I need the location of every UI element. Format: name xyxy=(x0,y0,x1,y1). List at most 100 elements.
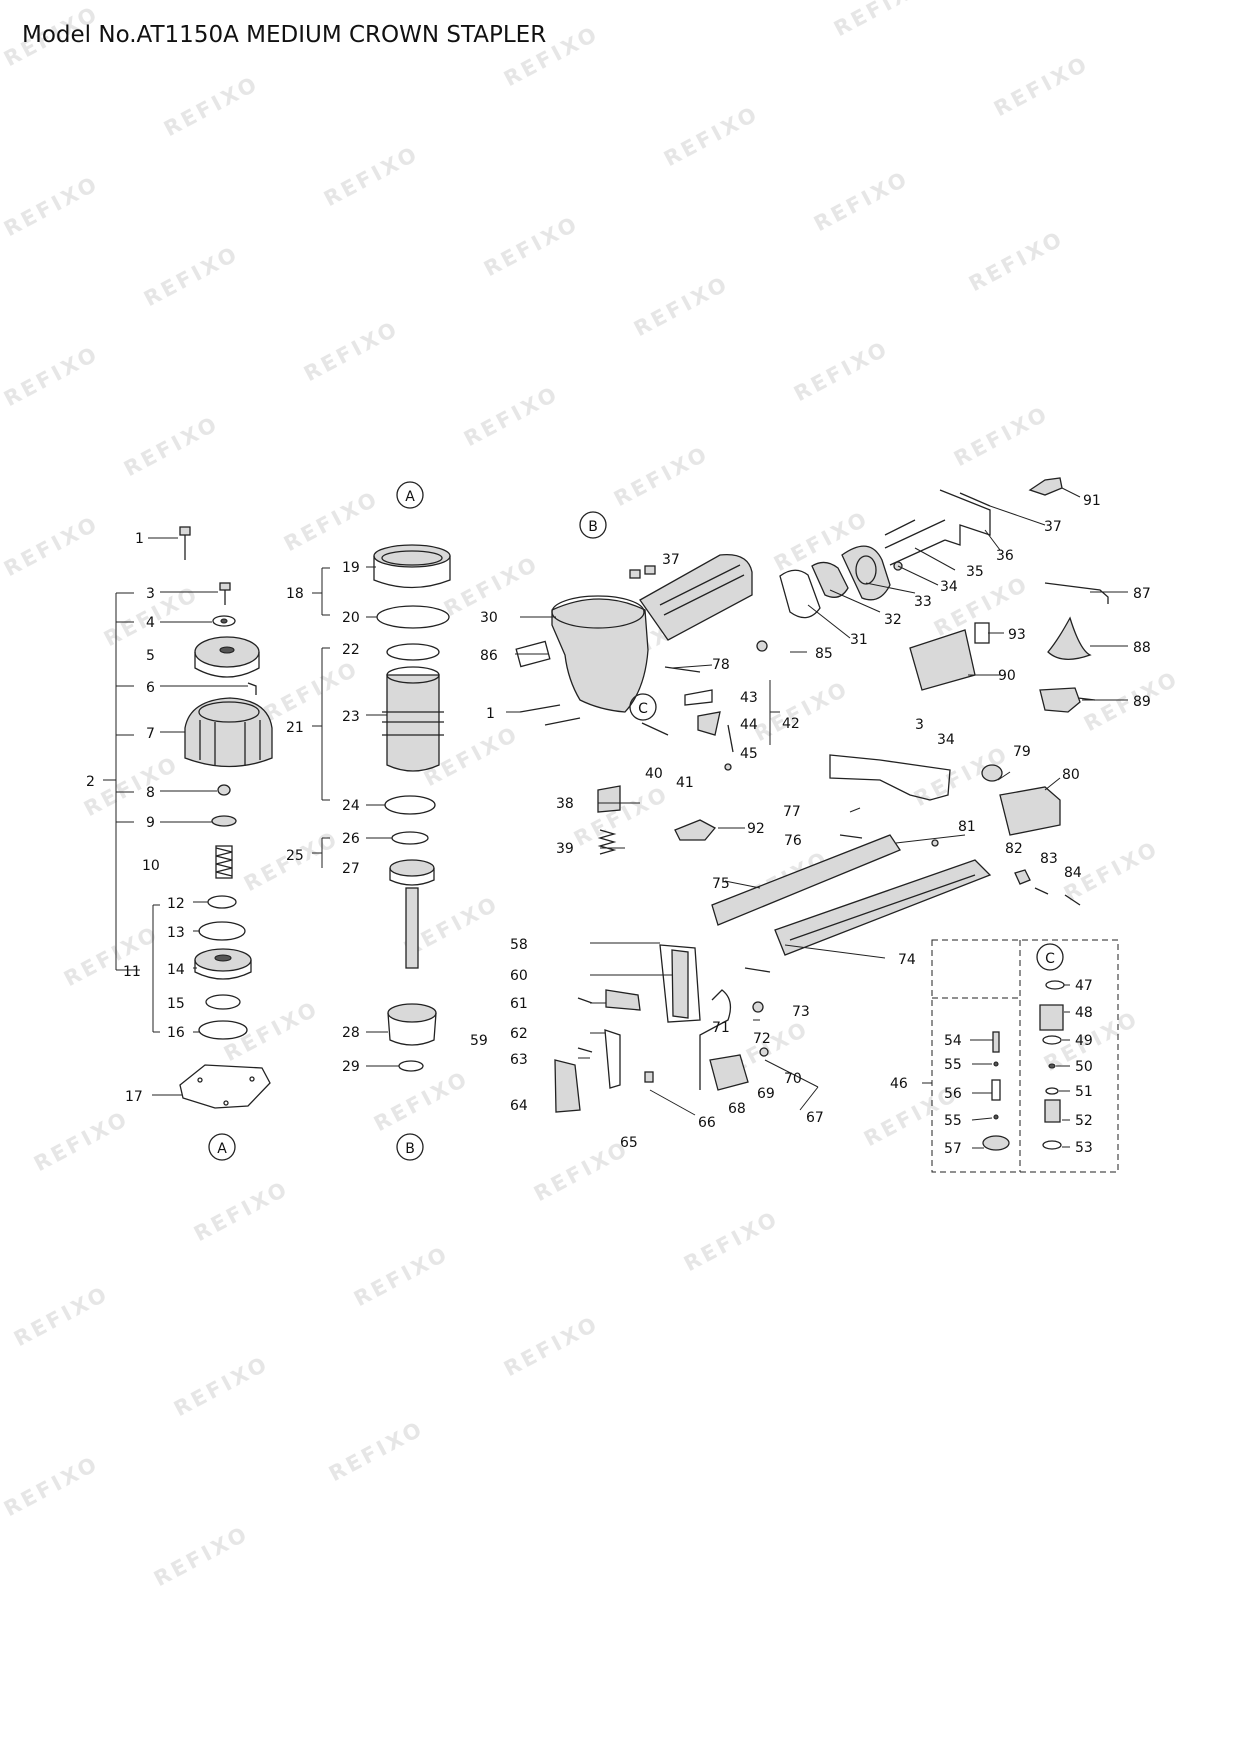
part-label: 17 xyxy=(125,1089,143,1105)
part-label: 18 xyxy=(286,586,304,602)
part-label: 39 xyxy=(556,841,574,857)
part-label: 26 xyxy=(342,831,360,847)
part-label: 23 xyxy=(342,709,360,725)
part-label: 88 xyxy=(1133,640,1151,656)
cap-assembly xyxy=(179,526,273,1109)
part-label: 80 xyxy=(1062,767,1080,783)
callout-label: A xyxy=(217,1141,227,1157)
part-label: 85 xyxy=(815,646,833,662)
part-label: 32 xyxy=(884,612,902,628)
part-label: 27 xyxy=(342,861,360,877)
part-label: 44 xyxy=(740,717,758,733)
part-label: 70 xyxy=(784,1071,802,1087)
part-label: 29 xyxy=(342,1059,360,1075)
callout-b-top: B xyxy=(579,511,607,539)
part-label: 3 xyxy=(146,586,155,602)
part-label: 90 xyxy=(998,668,1016,684)
detail-box-c xyxy=(931,939,1119,1173)
part-label: 79 xyxy=(1013,744,1031,760)
callout-label: C xyxy=(638,701,648,717)
part-label: 2 xyxy=(86,774,95,790)
part-label: 91 xyxy=(1083,493,1101,509)
part-label: 55 xyxy=(944,1057,962,1073)
part-label: 87 xyxy=(1133,586,1151,602)
leader-lines-right xyxy=(506,487,1128,1149)
part-label: 19 xyxy=(342,560,360,576)
part-label: 31 xyxy=(850,632,868,648)
part-label: 65 xyxy=(620,1135,638,1151)
part-label: 40 xyxy=(645,766,663,782)
callout-a-top: A xyxy=(396,481,424,509)
part-label: 86 xyxy=(480,648,498,664)
callout-label: B xyxy=(588,519,598,535)
part-label: 36 xyxy=(996,548,1014,564)
page-title: Model No.AT1150A MEDIUM CROWN STAPLER xyxy=(22,22,547,48)
magazine xyxy=(711,754,1081,956)
part-number-labels: 1 3 4 5 6 7 2 8 9 10 12 13 11 14 15 16 1… xyxy=(86,493,1151,1157)
part-label: 6 xyxy=(146,680,155,696)
part-label: 59 xyxy=(470,1033,488,1049)
callout-a-bottom: A xyxy=(208,1133,236,1161)
part-label: 42 xyxy=(782,716,800,732)
part-label: 25 xyxy=(286,848,304,864)
part-label: 83 xyxy=(1040,851,1058,867)
part-label: 9 xyxy=(146,815,155,831)
part-label: 13 xyxy=(167,925,185,941)
part-label: 41 xyxy=(676,775,694,791)
part-label: 71 xyxy=(712,1020,730,1036)
part-label: 77 xyxy=(783,804,801,820)
callout-label: B xyxy=(405,1141,415,1157)
part-label: 74 xyxy=(898,952,916,968)
part-label: 4 xyxy=(146,615,155,631)
part-label: 78 xyxy=(712,657,730,673)
part-label: 47 xyxy=(1075,978,1093,994)
part-label: 89 xyxy=(1133,694,1151,710)
callout-b-bottom: B xyxy=(396,1133,424,1161)
callout-label: C xyxy=(1045,951,1055,967)
part-label: 76 xyxy=(784,833,802,849)
part-label: 21 xyxy=(286,720,304,736)
part-label: 16 xyxy=(167,1025,185,1041)
part-label: 66 xyxy=(698,1115,716,1131)
leader-lines-left xyxy=(148,537,248,1096)
part-label: 75 xyxy=(712,876,730,892)
part-label: 45 xyxy=(740,746,758,762)
part-label: 37 xyxy=(662,552,680,568)
part-label: 50 xyxy=(1075,1059,1093,1075)
part-label: 73 xyxy=(792,1004,810,1020)
part-label: 34 xyxy=(940,579,958,595)
part-label: 58 xyxy=(510,937,528,953)
part-label: 1 xyxy=(135,531,144,547)
trigger-valve xyxy=(597,689,734,855)
part-label: 64 xyxy=(510,1098,528,1114)
part-label: 8 xyxy=(146,785,155,801)
callout-c-body: C xyxy=(629,693,657,721)
part-label: 49 xyxy=(1075,1033,1093,1049)
part-label: 22 xyxy=(342,642,360,658)
part-label: 67 xyxy=(806,1110,824,1126)
part-label: 1 xyxy=(486,706,495,722)
part-label: 57 xyxy=(944,1141,962,1157)
part-label: 56 xyxy=(944,1086,962,1102)
part-label: 93 xyxy=(1008,627,1026,643)
part-label: 3 xyxy=(915,717,924,733)
part-label: 72 xyxy=(753,1031,771,1047)
part-label: 54 xyxy=(944,1033,962,1049)
part-label: 43 xyxy=(740,690,758,706)
part-label: 14 xyxy=(167,962,185,978)
part-label: 15 xyxy=(167,996,185,1012)
part-label: 84 xyxy=(1064,865,1082,881)
part-label: 68 xyxy=(728,1101,746,1117)
callout-label: A xyxy=(405,489,415,505)
assembly-brackets-left xyxy=(103,592,160,1033)
part-label: 48 xyxy=(1075,1005,1093,1021)
part-label: 92 xyxy=(747,821,765,837)
part-label: 7 xyxy=(146,726,155,742)
body-handle xyxy=(515,477,1063,726)
part-label: 53 xyxy=(1075,1140,1093,1156)
part-label: 11 xyxy=(123,964,141,980)
part-label: 62 xyxy=(510,1026,528,1042)
part-label: 35 xyxy=(966,564,984,580)
part-label: 38 xyxy=(556,796,574,812)
